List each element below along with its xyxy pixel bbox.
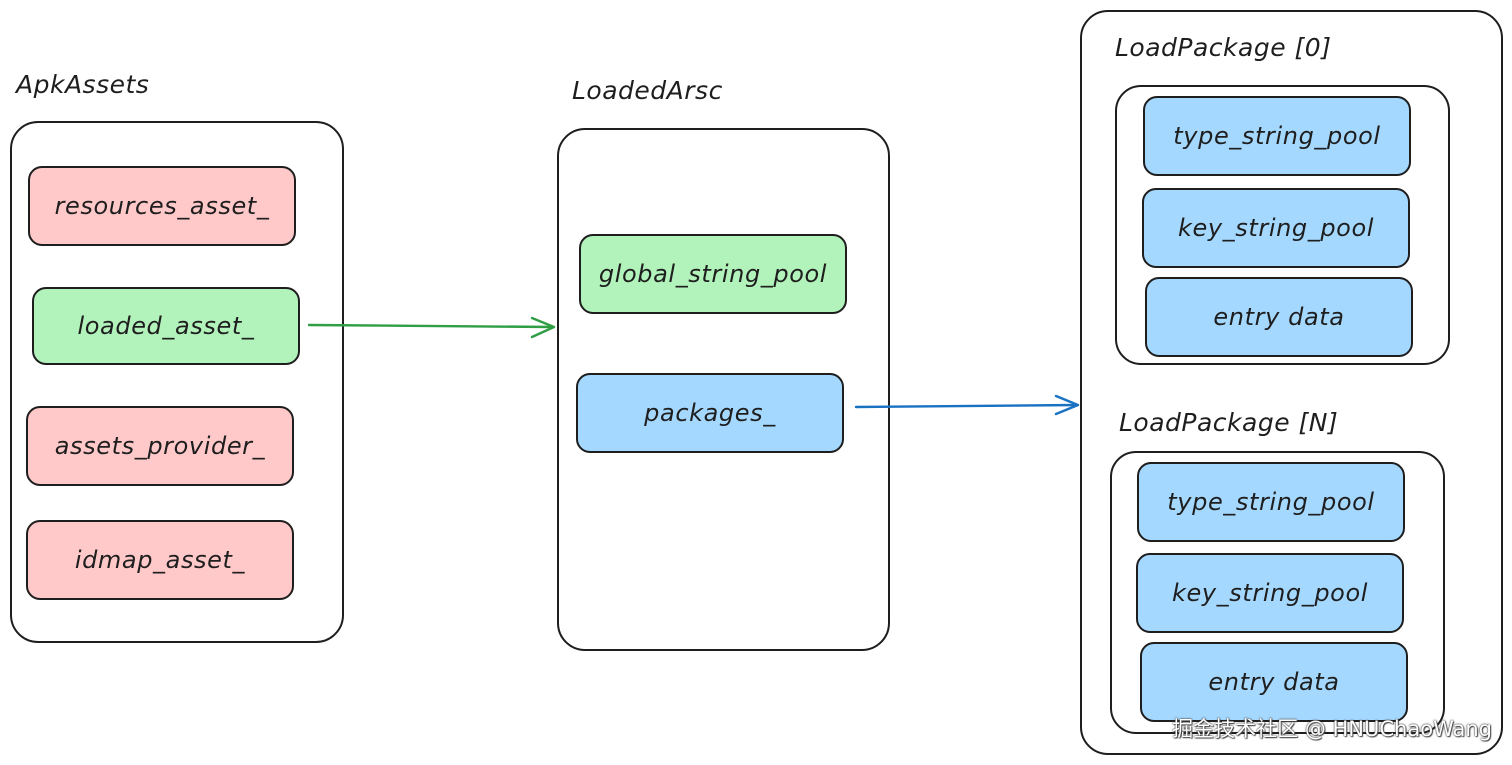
field-idmap-asset: idmap_asset_ bbox=[26, 520, 294, 600]
watermark: 掘金技术社区 @ HNUChaoWang bbox=[1172, 717, 1492, 741]
field-packages: packages_ bbox=[576, 373, 844, 453]
load-package-0-title: LoadPackage [0] bbox=[1115, 33, 1332, 62]
field-key-string-pool-0: key_string_pool bbox=[1142, 188, 1410, 268]
field-global-string-pool: global_string_pool bbox=[579, 234, 847, 314]
field-loaded-asset: loaded_asset_ bbox=[32, 287, 300, 365]
field-key-string-pool-n: key_string_pool bbox=[1136, 553, 1404, 633]
field-assets-provider: assets_provider_ bbox=[26, 406, 294, 486]
field-entry-data-n: entry data bbox=[1140, 642, 1408, 722]
loaded-arsc-title: LoadedArsc bbox=[572, 76, 723, 105]
arrow-loaded-asset-to-loaded-arsc bbox=[307, 316, 556, 339]
field-resources-asset: resources_asset_ bbox=[28, 166, 296, 246]
field-type-string-pool-0: type_string_pool bbox=[1143, 96, 1411, 176]
apk-assets-title: ApkAssets bbox=[16, 70, 150, 99]
load-package-n-title: LoadPackage [N] bbox=[1119, 408, 1339, 437]
field-entry-data-0: entry data bbox=[1145, 277, 1413, 357]
field-type-string-pool-n: type_string_pool bbox=[1137, 462, 1405, 542]
